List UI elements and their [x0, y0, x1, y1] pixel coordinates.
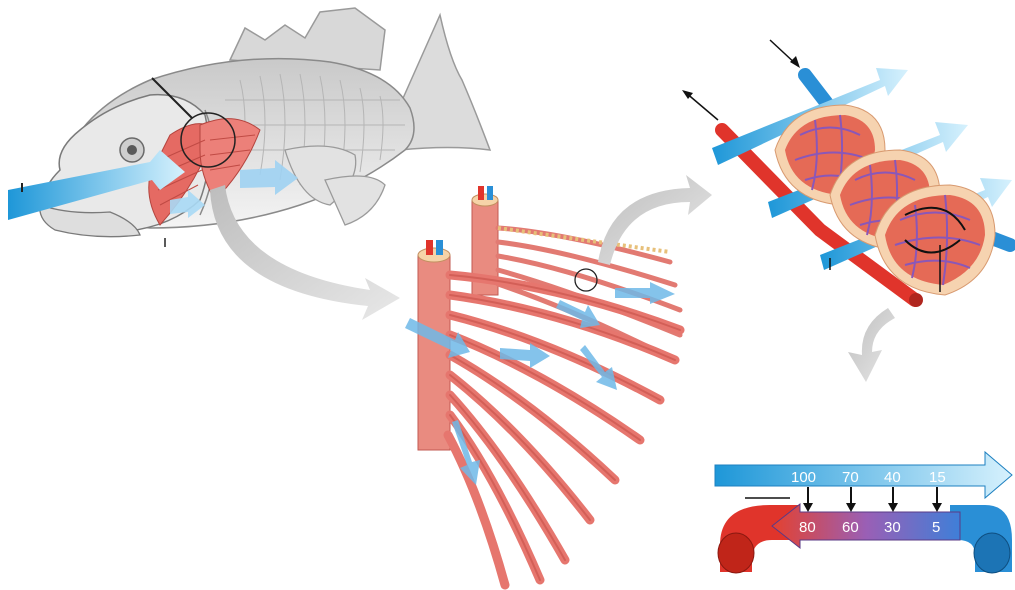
countercurrent-exchange-diagram: 100 70 40 15 80 60 30 5 — [715, 452, 1012, 573]
blood-value-4: 5 — [932, 519, 940, 536]
fish-illustration — [8, 8, 490, 247]
water-value-4: 15 — [929, 469, 946, 486]
blood-value-1: 80 — [799, 519, 816, 536]
diffusion-arrow-3 — [888, 503, 898, 512]
water-arrow-filament-6 — [615, 282, 675, 304]
fish-eye — [120, 138, 144, 162]
water-flow-bar — [715, 452, 1012, 498]
zoom-arrow-lamellae-to-countercurrent — [848, 308, 895, 382]
blood-value-3: 30 — [884, 519, 901, 536]
lamellae-illustration — [682, 40, 1012, 307]
fish-anal-fin — [325, 176, 385, 225]
water-value-2: 70 — [842, 469, 859, 486]
diffusion-arrow-1 — [803, 503, 813, 512]
water-value-1: 100 — [791, 469, 816, 486]
diffusion-arrow-2 — [846, 503, 856, 512]
water-value-3: 40 — [884, 469, 901, 486]
gill-arch-front — [418, 255, 450, 450]
gill-arch-illustration — [405, 186, 680, 585]
blood-value-2: 60 — [842, 519, 859, 536]
diffusion-arrow-4 — [932, 503, 942, 512]
